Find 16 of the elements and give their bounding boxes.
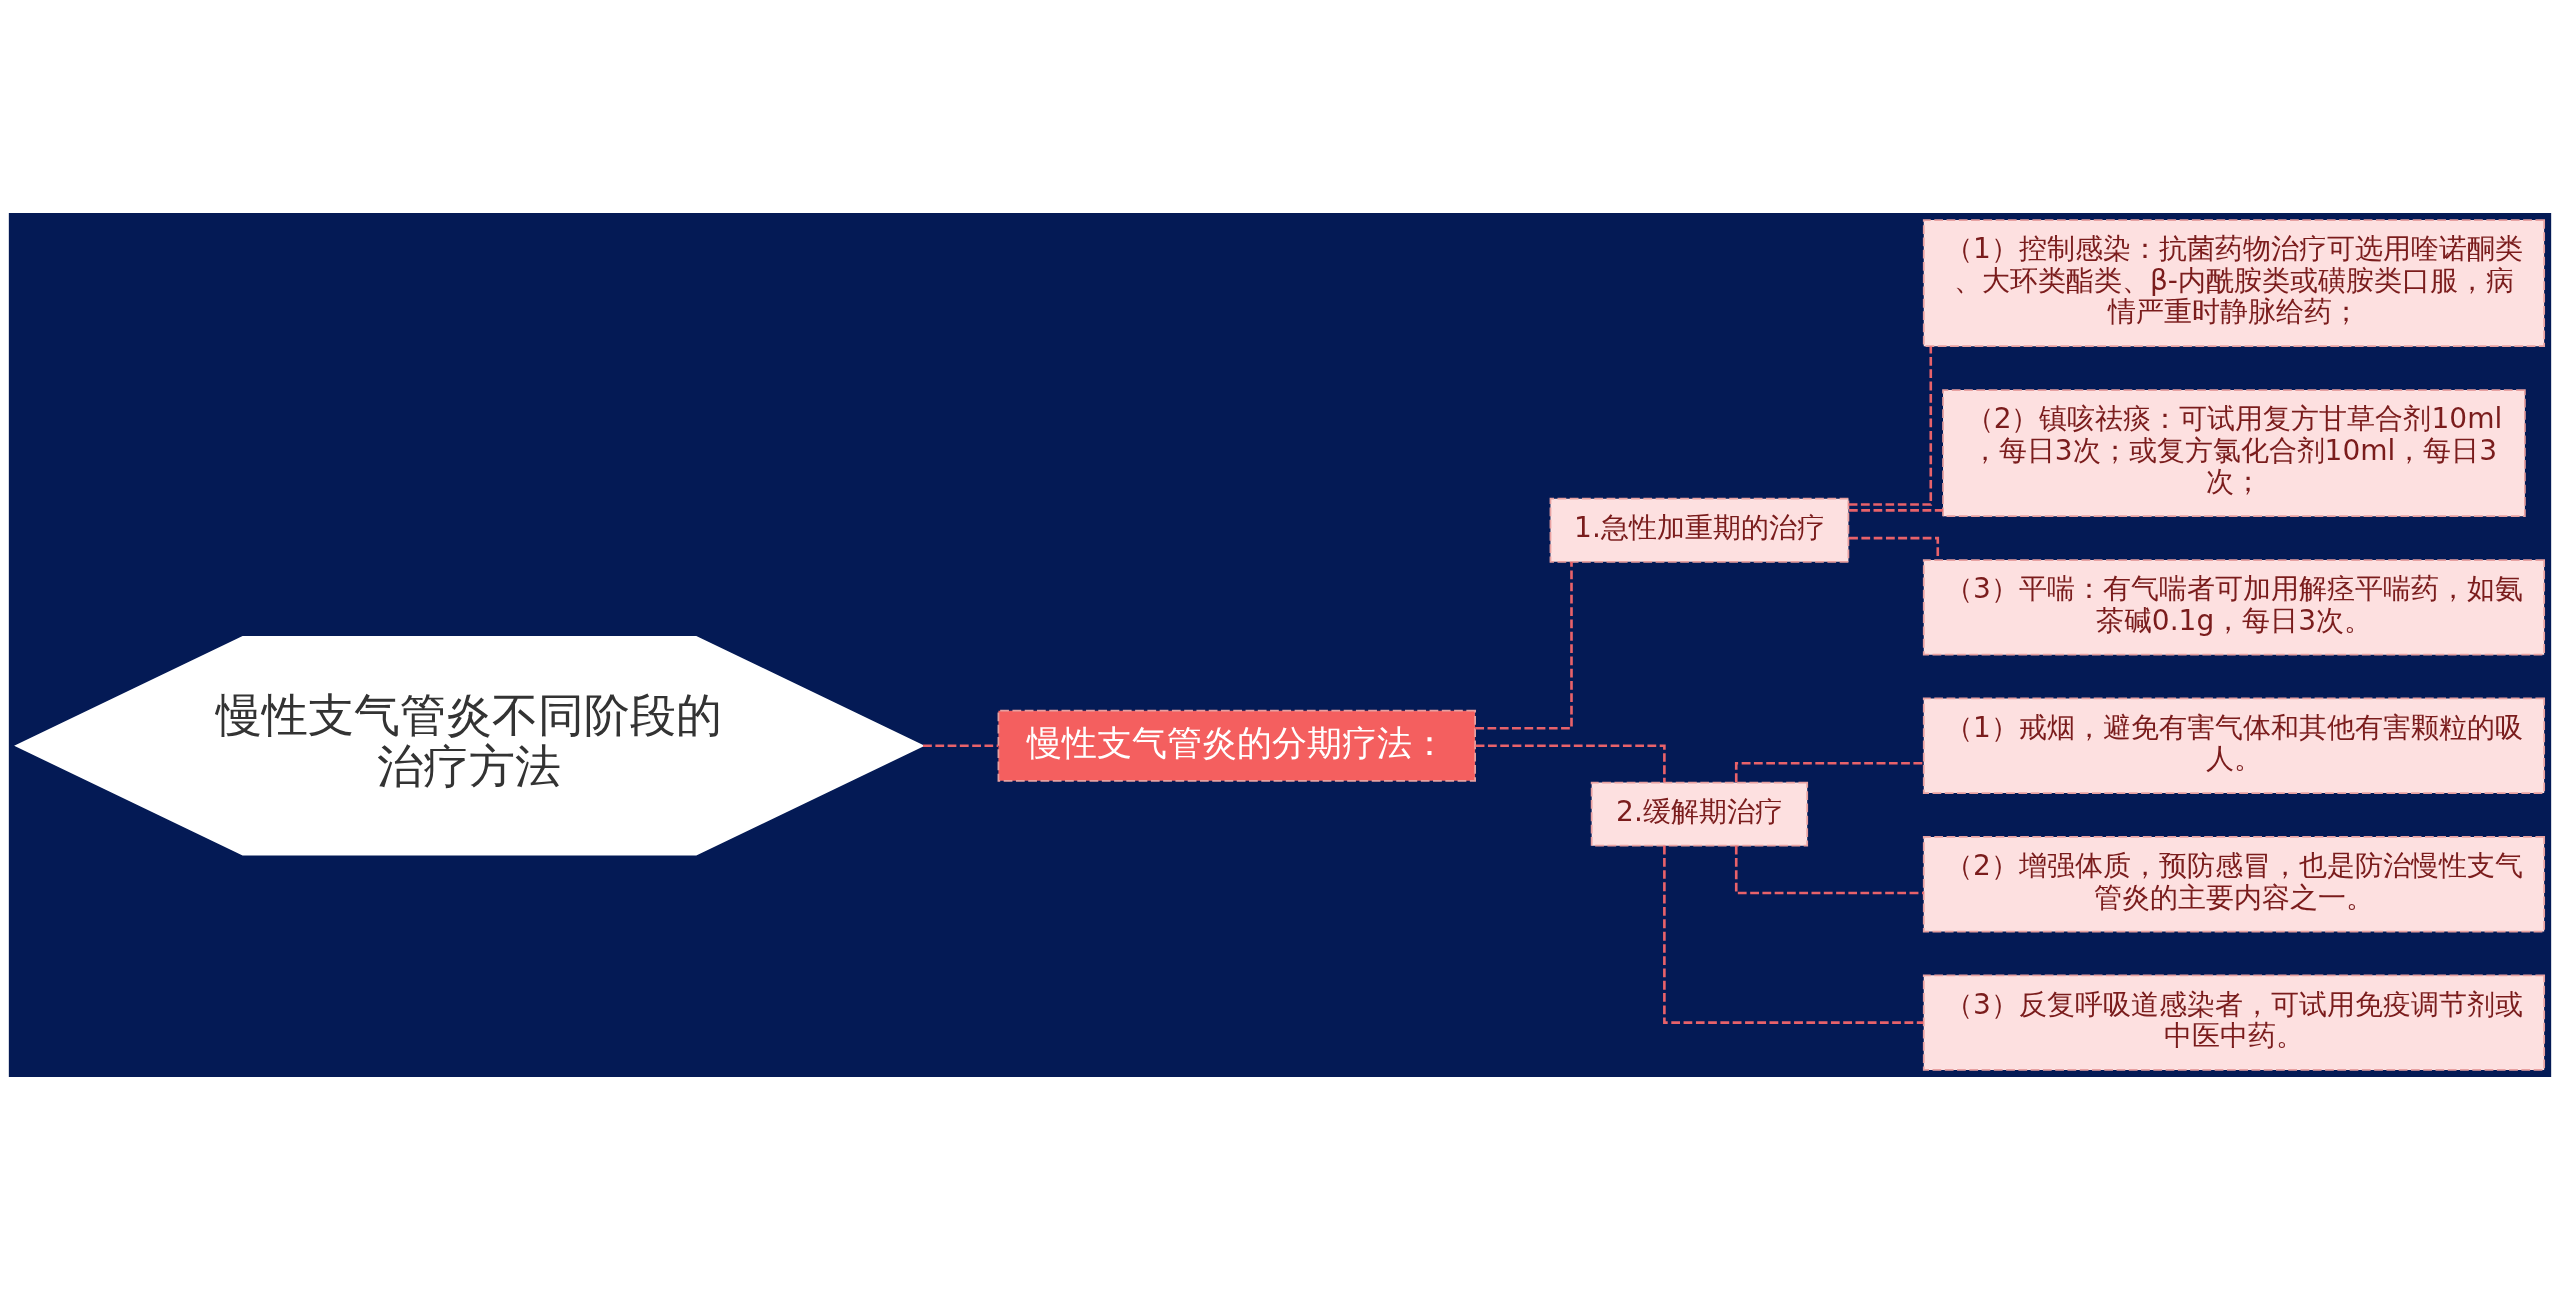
node-box: （2）增强体质，预防感冒，也是防治慢性支气管炎的主要内容之一。 — [1922, 835, 2546, 932]
connector — [1734, 845, 1924, 894]
connector — [1849, 508, 1943, 512]
node-box: 慢性支气管炎的分期疗法： — [997, 709, 1476, 782]
node-box: （2）镇咳祛痰：可试用复方甘草合剂10ml，每日3次；或复方氯化合剂10ml，每日3次； — [1942, 388, 2526, 517]
connector — [1663, 845, 1924, 1024]
connector — [923, 743, 999, 747]
node-box: （1）控制感染：抗菌药物治疗可选用喹诺酮类、大环类酯类、β-内酰胺类或磺胺类口服，病情严重时静脉给药； — [1922, 218, 2546, 347]
connector — [1475, 561, 1573, 730]
connector — [1848, 346, 1933, 506]
connector — [1475, 743, 1666, 782]
node-box: （3）反复呼吸道感染者，可试用免疫调节剂或中医中药。 — [1922, 973, 2546, 1071]
node-box: 1.急性加重期的治疗 — [1549, 497, 1850, 563]
node-box: 2.缓解期治疗 — [1590, 781, 1809, 847]
node-box: （3）平喘：有气喘者可加用解痉平喘药，如氨茶碱0.1g，每日3次。 — [1922, 558, 2546, 655]
node-box: （1）戒烟，避免有害气体和其他有害颗粒的吸人。 — [1922, 697, 2546, 794]
